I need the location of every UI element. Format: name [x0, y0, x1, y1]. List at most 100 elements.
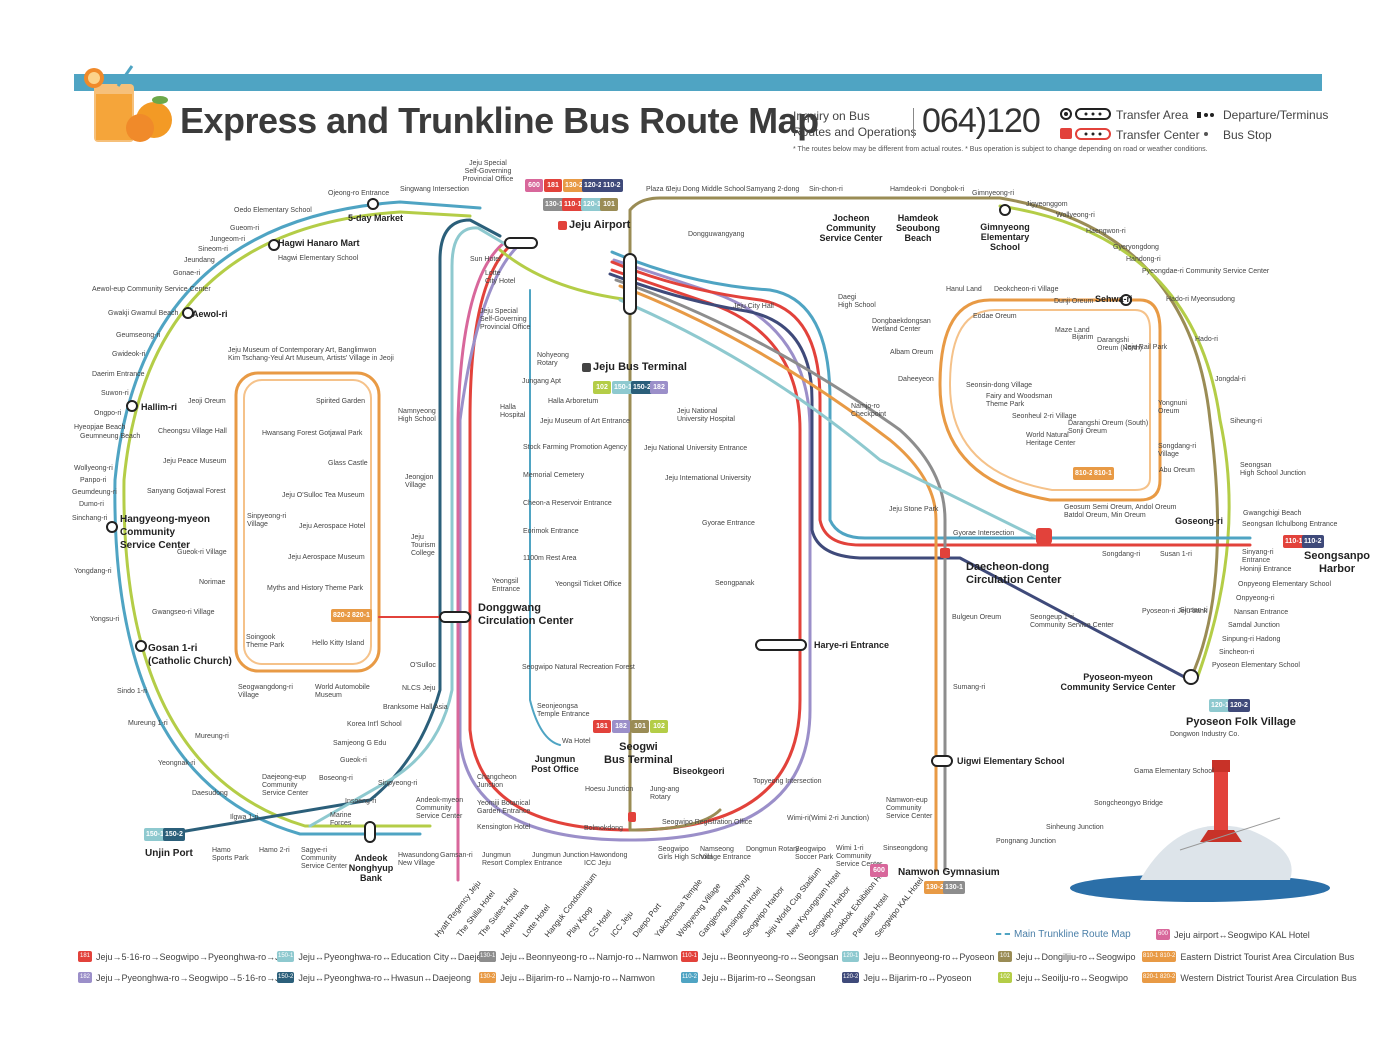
- minor-stop-label: Seogwipo Natural Recreation Forest: [522, 664, 635, 671]
- route-badge: 150-2: [163, 828, 185, 841]
- minor-stop-label: Norimae: [199, 579, 226, 586]
- minor-stop-label: Panpo-ri: [80, 477, 107, 484]
- minor-stop-label: Hamo 2-ri: [259, 847, 290, 854]
- hub-hangyeong: Hangyeong-myeon Community Service Center: [120, 514, 211, 551]
- route-badge: 130-1: [943, 881, 965, 894]
- route-badge: 102: [650, 720, 668, 733]
- minor-stop-label: Namseong Village Entrance: [700, 846, 751, 861]
- route-swatch: 600: [1156, 929, 1170, 940]
- minor-stop-label: Gyeryongdong: [1113, 244, 1159, 251]
- minor-stop-label: Namjo-ro Checkpoint: [851, 403, 887, 418]
- legend-terminus-icon: [1197, 112, 1214, 136]
- minor-stop-label: Songdang-ri: [1102, 551, 1141, 558]
- stop-aewol-ri: Aewol-ri: [192, 309, 228, 319]
- legend-symbols-icon: [1060, 108, 1111, 140]
- hub-gosan: Gosan 1-ri (Catholic Church): [148, 643, 232, 667]
- inquiry-label: Inquiry on Bus Routes and Operations: [793, 109, 917, 139]
- minor-stop-label: Daheeyeon: [898, 376, 934, 383]
- minor-stop-label: Jeju Rail Park: [1124, 344, 1168, 351]
- minor-stop-label: Eodae Oreum: [973, 313, 1017, 320]
- minor-stop-label: Pyeongdae-ri Community Service Center: [1142, 268, 1270, 275]
- minor-stop-label: Gueok-ri Village: [177, 549, 227, 556]
- route-badge: 120-2: [1228, 699, 1250, 712]
- route-badge: 110-2: [1302, 535, 1324, 548]
- minor-stop-label: Sanyang Gotjawal Forest: [147, 488, 226, 495]
- minor-stop-label: Jungmun Resort Complex Entrance: [482, 852, 563, 867]
- hub-seogwi: Seogwi Bus Terminal: [604, 741, 673, 766]
- minor-stop-label: Kensington Hotel: [477, 824, 531, 831]
- minor-stop-label: Wollyeong-ri: [1056, 212, 1095, 219]
- minor-stop-label: Darangshi Oreum (South) Sonji Oreum: [1068, 420, 1149, 435]
- route-badge: 130-1: [543, 198, 565, 211]
- minor-stop-label: Wimi-ri(Wimi 2-ri Junction): [787, 815, 870, 822]
- stop-biseokgeori: Biseokgeori: [673, 766, 725, 776]
- minor-stop-label: Samjeong G Edu: [333, 740, 387, 747]
- route-line-110-2: [610, 250, 1252, 540]
- minor-stop-label: Sumang-ri: [953, 684, 986, 691]
- hub-daecheon: Daecheon-dong Circulation Center: [966, 561, 1062, 586]
- minor-stop-label: Geumseong-ri: [116, 332, 161, 339]
- minor-stop-label: Namnyeong High School: [398, 408, 436, 423]
- minor-stop-label: Nansan Entrance: [1234, 609, 1289, 616]
- minor-stop-label: Sinseongdong: [883, 845, 928, 852]
- minor-stop-label: Seongsan Ilchulbong Entrance: [1242, 521, 1338, 528]
- minor-stop-label: Spirited Garden: [316, 398, 366, 405]
- minor-stop-label: Ojeong-ro Entrance: [328, 190, 390, 197]
- minor-stop-label: Sinyang-ri Entrance: [1242, 549, 1274, 564]
- minor-stop-label: Jeundang: [184, 257, 215, 264]
- minor-stop-label: Bulgeun Oreum: [952, 614, 1002, 621]
- minor-stop-label: Seogwipo Girls High School: [658, 846, 713, 861]
- route-line-600: [456, 238, 510, 882]
- minor-stop-label: Wa Hotel: [562, 738, 591, 745]
- minor-stop-label: Songdang-ri Village: [1158, 443, 1197, 458]
- minor-stop-label: Jeju National University Entrance: [644, 445, 748, 452]
- hub-seongsanpo: Seongsanpo Harbor: [1304, 550, 1371, 575]
- route-swatch: 120-1: [842, 951, 860, 962]
- minor-stop-label: ICC Jeju: [584, 860, 611, 867]
- minor-stop-label: Haengwon-ri: [1086, 228, 1126, 235]
- minor-stop-label: Gwideok-ri: [112, 351, 146, 358]
- minor-stop-label: Gwakji Gwamul Beach: [108, 310, 179, 317]
- stop-gimnyeong: Gimnyeong Elementary School: [980, 222, 1030, 252]
- route-line-102: [498, 248, 632, 302]
- minor-stop-label: Deokcheon-ri Village: [994, 286, 1059, 293]
- minor-stop-label: Sincheon-ri: [1219, 649, 1255, 656]
- minor-stop-label: Siheung-ri: [1230, 418, 1262, 425]
- minor-stop-label: Hamdeok-ri: [890, 186, 927, 193]
- page-title: Express and Trunkline Bus Route Map: [180, 100, 819, 141]
- legend-text: Western District Tourist Area Circulatio…: [1180, 972, 1357, 983]
- stop-sehwa-ri: Sehwa-ri: [1095, 294, 1133, 304]
- route-badge: 150-1: [144, 828, 166, 841]
- route-swatch: 110-2: [681, 972, 698, 983]
- legend-transfer-area: Transfer Area: [1116, 108, 1189, 122]
- minor-stop-label: Jeongjon Village: [405, 474, 434, 489]
- route-line-110-1: [610, 260, 1252, 547]
- minor-stop-label: Jungmun Junction: [532, 852, 589, 859]
- minor-stop-label: Jeju Tourism College: [411, 534, 436, 557]
- minor-stop-label: Samyang 2-dong: [746, 186, 800, 193]
- minor-stop-label: Hwansang Forest Gotjawal Park: [262, 430, 363, 437]
- minor-stop-label: Darangshi Oreum (North): [1097, 337, 1143, 352]
- minor-stop-label: Bijarim: [1072, 334, 1094, 341]
- minor-stop-label: Seongsan High School Junction: [1240, 462, 1306, 477]
- stop-hamdeok: Hamdeok Seoubong Beach: [896, 213, 940, 243]
- minor-stop-label: Sagye-ri Community Service Center: [301, 847, 348, 870]
- route-swatch: 130-2: [479, 972, 497, 983]
- route-swatch: 101: [998, 951, 1012, 962]
- minor-stop-label: Seongpanak: [715, 580, 755, 587]
- legend-departure: Departure/Terminus: [1223, 108, 1329, 122]
- stop-pyoseon-myeon: Pyoseon-myeon Community Service Center: [1060, 672, 1176, 692]
- minor-stop-label: Gamsan-ri: [440, 852, 473, 859]
- stop-goseong-ri: Goseong-ri: [1175, 516, 1224, 526]
- minor-stop-label: Nohyeong Rotary: [537, 352, 569, 367]
